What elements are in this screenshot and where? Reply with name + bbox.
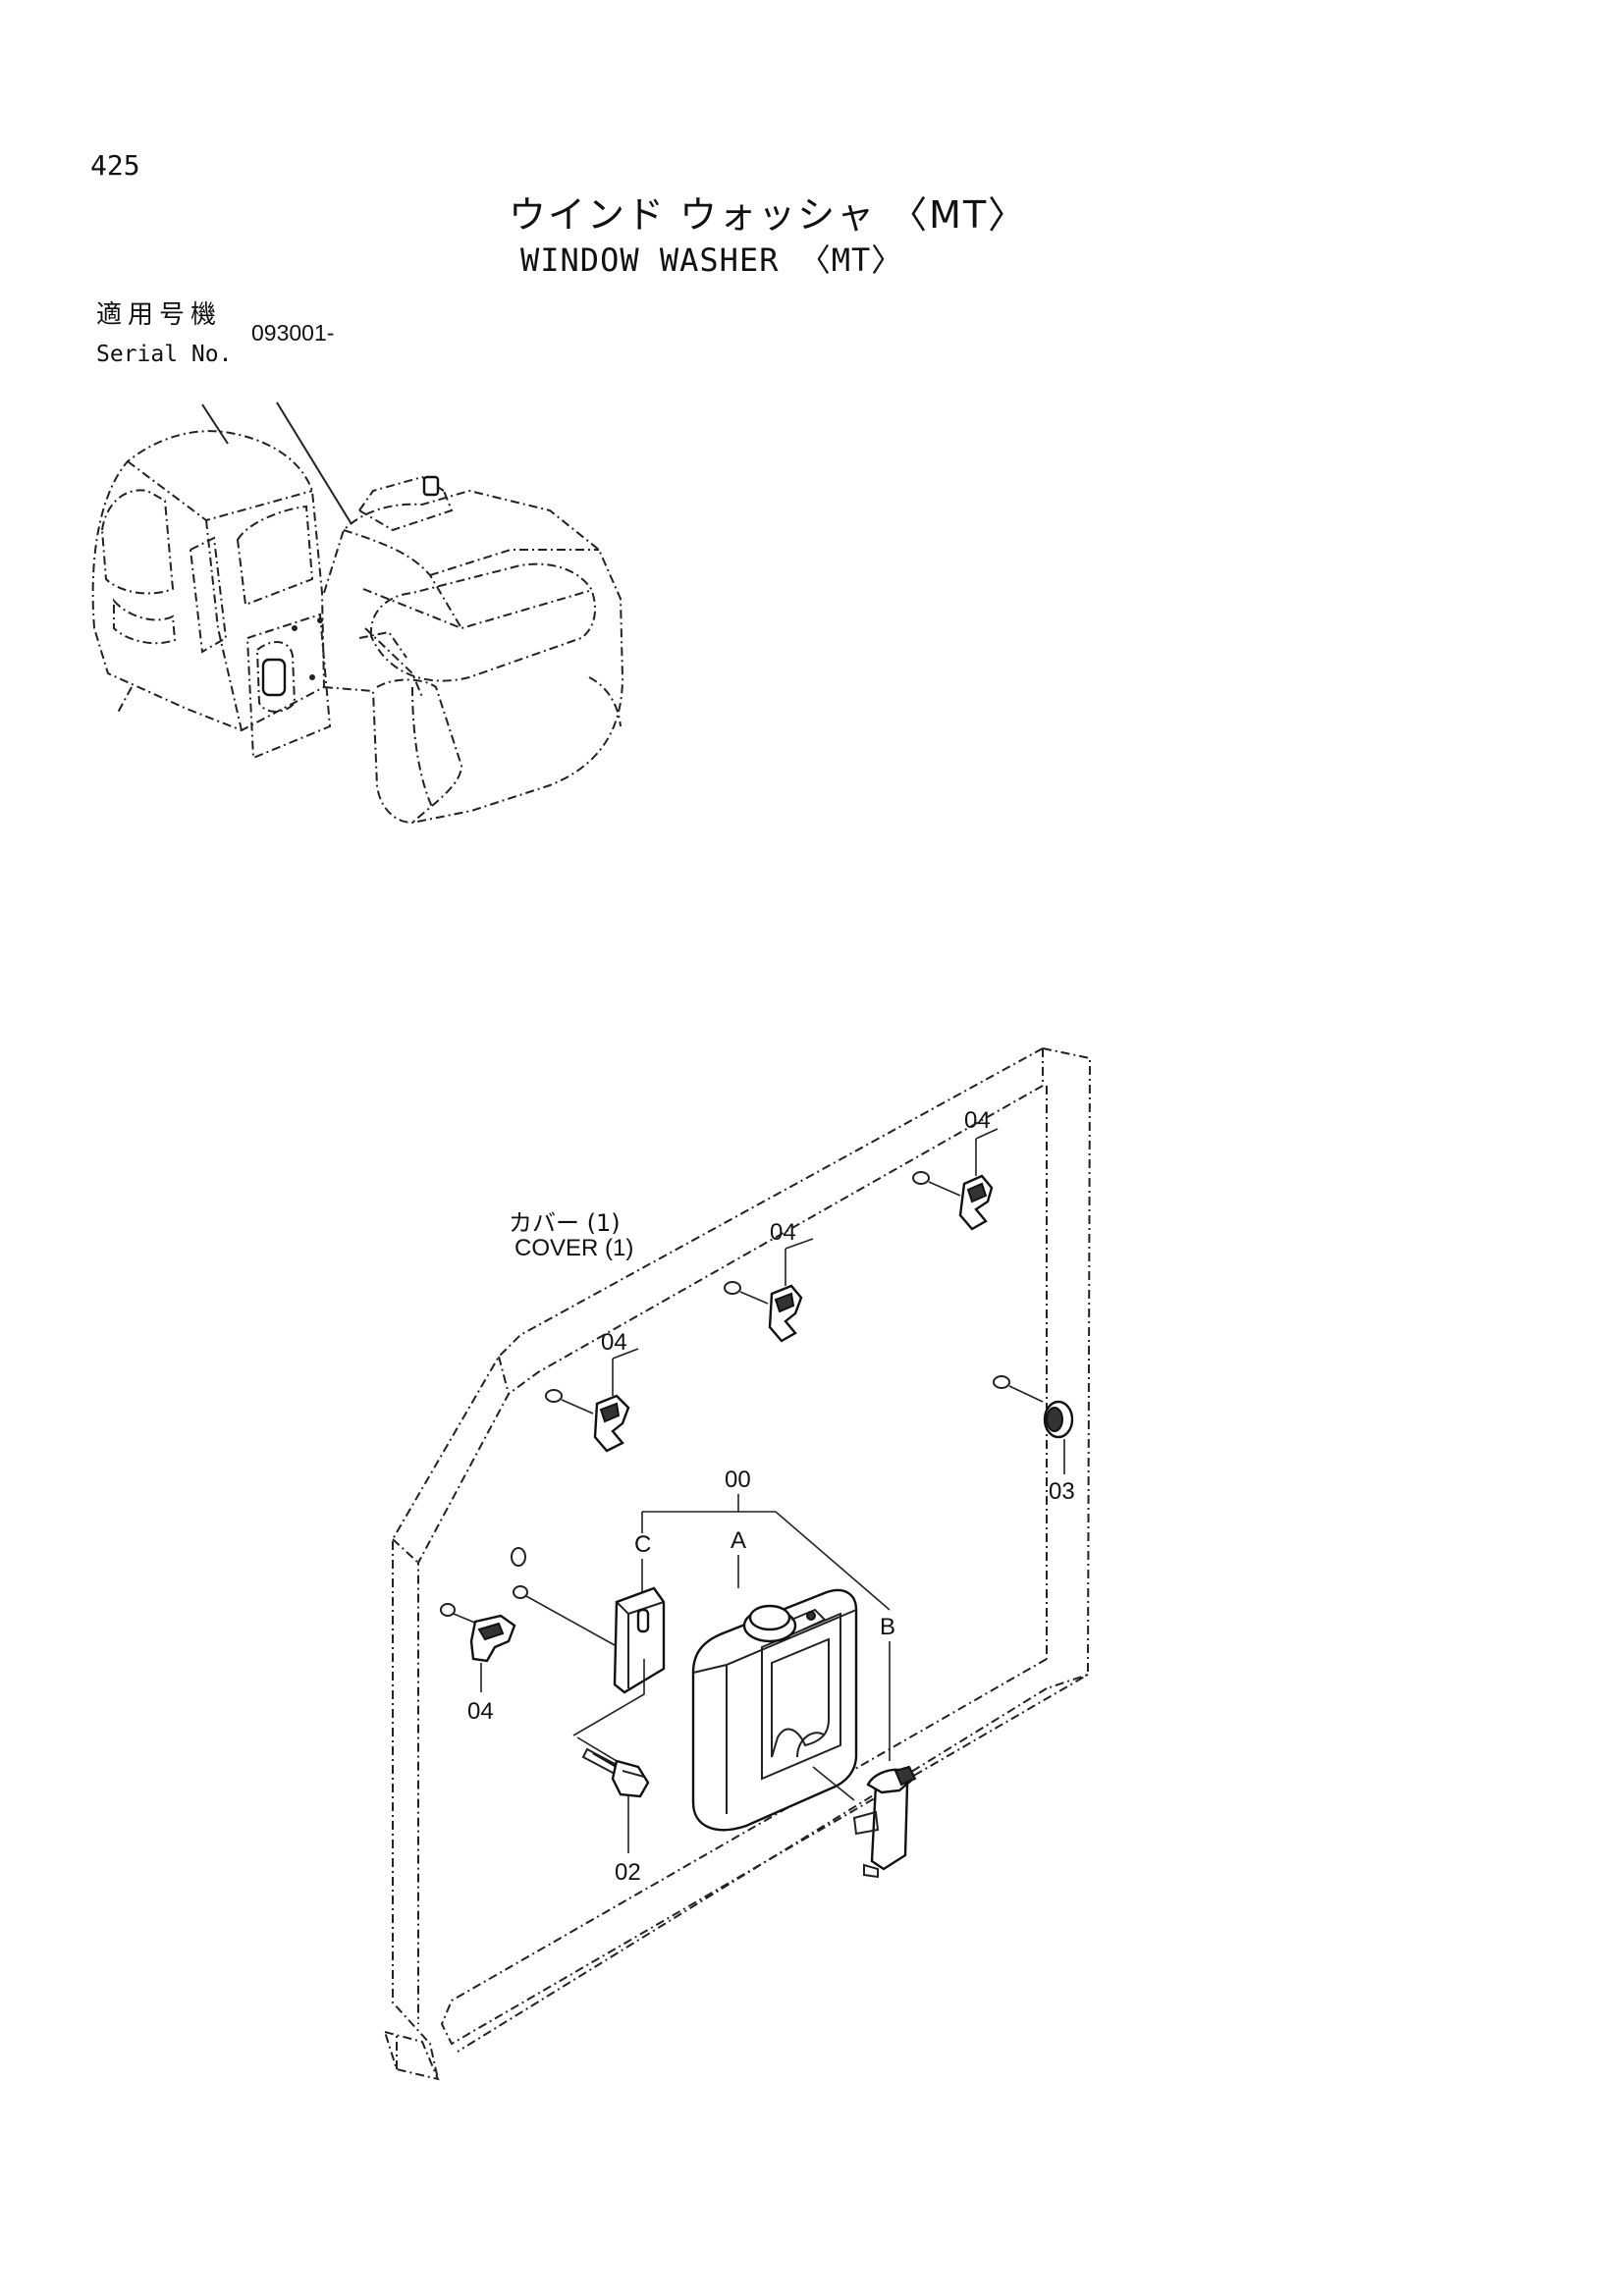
bracket-part-C	[511, 1547, 666, 1736]
page-number: 425	[90, 149, 140, 182]
callout-B-pump: B	[880, 1614, 896, 1640]
grommet-part-03	[993, 1375, 1074, 1474]
callout-C-bracket: C	[634, 1531, 652, 1558]
cover-label-english: COVER (1)	[514, 1235, 634, 1261]
clip-part-04-lower-left	[440, 1603, 516, 1692]
page-title-english: WINDOW WASHER 〈MT〉	[520, 241, 904, 279]
serial-number-value: 093001-	[251, 320, 335, 346]
serial-label-japanese: 適用号機	[96, 300, 223, 330]
callout-A-tank: A	[731, 1527, 747, 1554]
fuel-cap-icon	[422, 475, 440, 497]
serial-label-english: Serial No.	[96, 342, 233, 367]
callout-04-left: 04	[601, 1329, 627, 1356]
callout-03-grommet: 03	[1049, 1478, 1075, 1505]
callout-04-lower-left: 04	[467, 1698, 494, 1725]
door-handle-icon	[261, 658, 287, 697]
clip-part-04-middle	[724, 1238, 814, 1343]
callout-04-top-right: 04	[964, 1107, 991, 1134]
page-title-japanese: ウインド ウォッシャ 〈MT〉	[509, 193, 1028, 237]
cover-label-japanese: カバー (1)	[509, 1209, 621, 1237]
callout-04-middle: 04	[770, 1219, 796, 1246]
excavator-overview-illustration	[91, 401, 624, 825]
washer-pump-part-B	[812, 1765, 917, 1879]
bolt-part-02	[576, 1736, 650, 1853]
assembly-leaders	[641, 1494, 891, 1761]
tank-cap-icon	[748, 1604, 791, 1631]
cover-frame	[383, 1047, 1092, 2081]
clip-part-04-top-right	[912, 1128, 999, 1231]
clip-part-04-left	[545, 1348, 639, 1453]
washer-tank-part-A	[691, 1588, 858, 1832]
callout-00-assembly: 00	[725, 1467, 751, 1493]
callout-02-bolt: 02	[615, 1859, 641, 1886]
